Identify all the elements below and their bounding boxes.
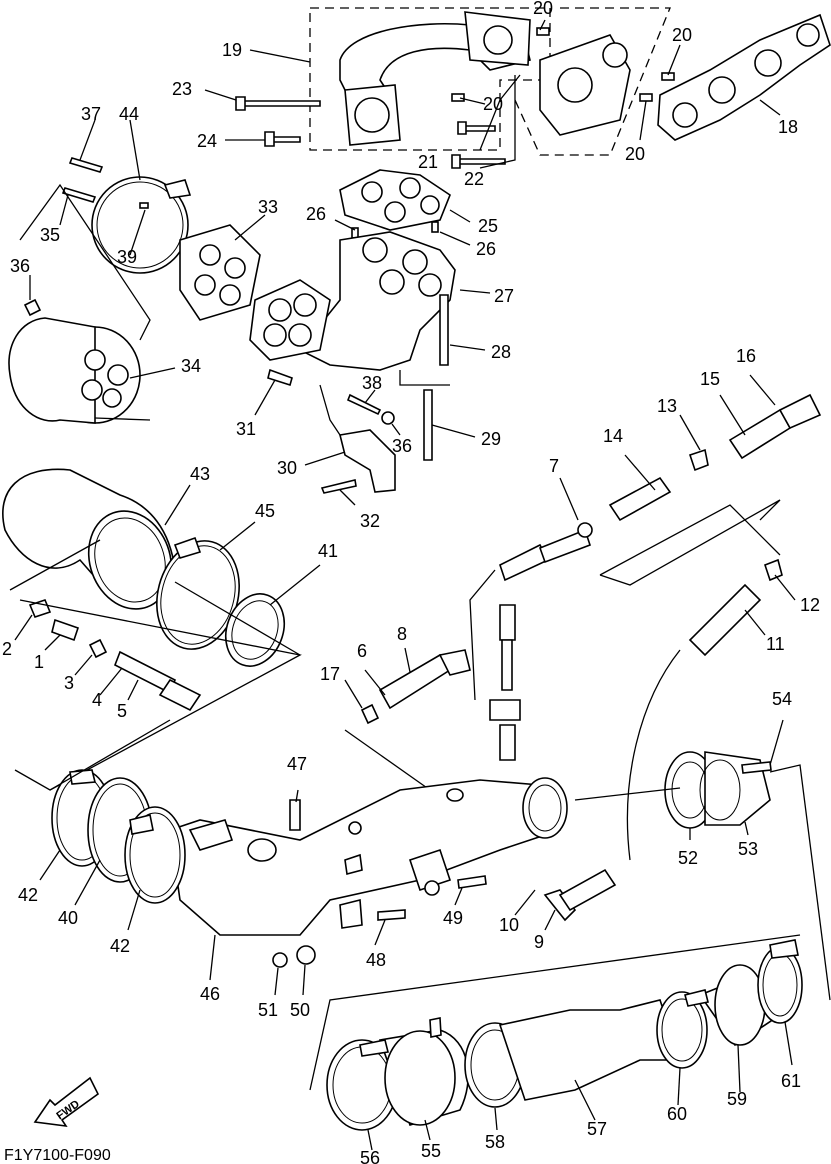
- front-chamber-group: [8, 119, 266, 424]
- part-number-label: 32: [360, 511, 380, 531]
- part-number-label: 40: [58, 908, 78, 928]
- part-number-label: 13: [657, 396, 677, 416]
- part-number-label: 28: [491, 342, 511, 362]
- part-number-label: 1: [34, 652, 44, 672]
- bracket-group: [254, 368, 401, 506]
- part-number-label: 45: [255, 501, 275, 521]
- water-hose-group: [344, 374, 822, 931]
- part-number-label: 60: [667, 1104, 687, 1124]
- part-number-label: 20: [483, 94, 503, 114]
- part-number-label: 10: [499, 915, 519, 935]
- part-number-label: 42: [110, 936, 130, 956]
- part-number-label: 35: [40, 225, 60, 245]
- part-number-label: 31: [236, 419, 256, 439]
- part-number-label: 41: [318, 541, 338, 561]
- fwd-arrow-icon: FWD: [33, 1076, 100, 1128]
- part-number-label: 18: [778, 117, 798, 137]
- part-number-label: 36: [10, 256, 30, 276]
- diagram-caption: F1Y7100-F090: [4, 1147, 111, 1164]
- part-number-label: 43: [190, 464, 210, 484]
- water-lock-muffler-group: [14, 719, 831, 1001]
- part-number-label: 20: [672, 25, 692, 45]
- part-number-label: 16: [736, 346, 756, 366]
- part-number-label: 11: [766, 634, 785, 654]
- part-number-label: 14: [603, 426, 623, 446]
- part-number-label: 8: [397, 624, 407, 644]
- exhaust-manifold-group: [204, 7, 831, 169]
- part-number-label: 15: [700, 369, 720, 389]
- part-number-label: 53: [738, 839, 758, 859]
- part-number-label: 20: [625, 144, 645, 164]
- part-number-label: 17: [320, 664, 340, 684]
- part-number-label: 23: [172, 79, 192, 99]
- part-number-label: 46: [200, 984, 220, 1004]
- part-number-label: 58: [485, 1132, 505, 1152]
- part-number-label: 29: [481, 429, 501, 449]
- part-number-label: 50: [290, 1000, 310, 1020]
- gasket-and-exhaust-chamber-group: [249, 169, 491, 461]
- exhaust-pipe-group: [309, 934, 803, 1151]
- part-number-label: 12: [800, 595, 820, 615]
- part-number-label: 61: [781, 1071, 801, 1091]
- silencer-group: [2, 468, 321, 667]
- part-number-label: 33: [258, 197, 278, 217]
- part-number-label: 37: [81, 104, 101, 124]
- part-number-label: 26: [476, 239, 496, 259]
- part-number-label: 19: [222, 40, 242, 60]
- part-number-label: 21: [418, 152, 438, 172]
- part-number-label: 57: [587, 1119, 607, 1139]
- part-number-label: 25: [478, 216, 498, 236]
- hose-fitting-group: [14, 599, 302, 791]
- part-number-label: 51: [258, 1000, 278, 1020]
- part-number-label: 26: [306, 204, 326, 224]
- part-number-label: 59: [727, 1089, 747, 1109]
- part-number-label: 30: [277, 458, 297, 478]
- part-number-label: 22: [464, 169, 484, 189]
- part-number-label: 4: [92, 690, 102, 710]
- part-number-label: 47: [287, 754, 307, 774]
- part-number-label: 9: [534, 932, 544, 952]
- part-number-label: 55: [421, 1141, 441, 1161]
- part-number-label: 39: [117, 247, 137, 267]
- part-number-label: 38: [362, 373, 382, 393]
- part-number-label: 54: [772, 689, 792, 709]
- part-number-label: 3: [64, 673, 74, 693]
- part-number-label: 2: [2, 639, 12, 659]
- part-number-label: 20: [533, 0, 553, 18]
- part-number-label: 6: [357, 641, 367, 661]
- part-number-label: 42: [18, 885, 38, 905]
- part-number-label: 5: [117, 701, 127, 721]
- part-number-label: 48: [366, 950, 386, 970]
- part-number-label: 52: [678, 848, 698, 868]
- part-number-label: 44: [119, 104, 139, 124]
- part-number-label: 56: [360, 1148, 380, 1164]
- part-number-label: 24: [197, 131, 217, 151]
- part-number-label: 34: [181, 356, 201, 376]
- part-number-label: 49: [443, 908, 463, 928]
- part-number-label: 7: [549, 456, 559, 476]
- part-number-label: 27: [494, 286, 514, 306]
- part-number-label: 36: [392, 436, 412, 456]
